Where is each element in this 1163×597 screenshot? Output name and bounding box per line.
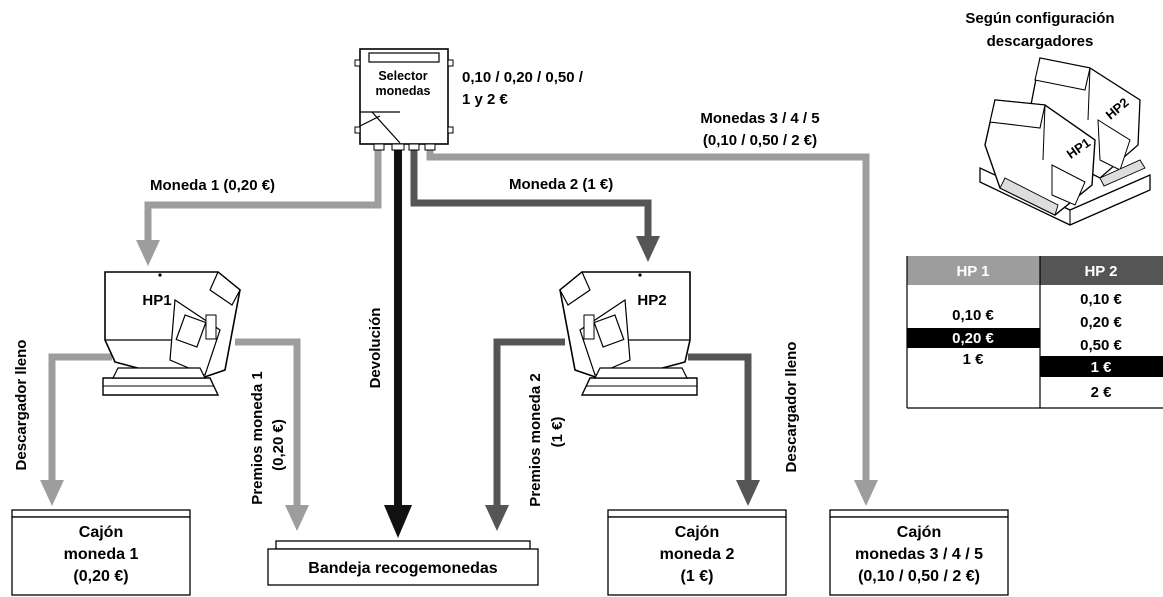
box-coins345-line3: (0,10 / 0,50 / 2 €) — [858, 568, 980, 585]
table-hp2-value: 0,20 € — [1080, 314, 1122, 331]
box-coins345-line1: Cajón — [897, 524, 941, 541]
config-table: HP 1 HP 2 0,10 € 0,20 € 1 € 0,10 € 0,20 … — [906, 256, 1163, 409]
accepted-coins-line2: 1 y 2 € — [462, 91, 509, 108]
box-coin2: Cajón moneda 2 (1 €) — [607, 509, 787, 596]
coin-selector: Selector monedas — [354, 48, 454, 151]
selector-label-line2: monedas — [376, 84, 431, 98]
flow-label-coin1: Moneda 1 (0,20 €) — [150, 177, 275, 194]
flow-label-coins345-line1: Monedas 3 / 4 / 5 — [700, 110, 819, 127]
flow-label-prize1-line1: Premios moneda 1 — [249, 371, 266, 504]
box-coin2-line1: Cajón — [675, 524, 719, 541]
accepted-coins-line1: 0,10 / 0,20 / 0,50 / — [462, 69, 584, 86]
config-title-line1: Según configuración — [965, 10, 1114, 27]
table-hp2-value: 0,50 € — [1080, 337, 1122, 354]
table-header-hp1-bg — [907, 256, 1040, 285]
table-hp2-value: 0,10 € — [1080, 291, 1122, 308]
table-hp2-value: 1 € — [1091, 359, 1113, 376]
table-header-hp2: HP 2 — [1084, 263, 1117, 280]
flow-coin2 — [410, 150, 660, 262]
flow-label-prize2-line1: Premios moneda 2 — [527, 373, 544, 506]
box-coin1-line1: Cajón — [79, 524, 123, 541]
box-coin2-line3: (1 €) — [681, 568, 714, 585]
flow-label-prize2-line2: (1 €) — [549, 417, 566, 448]
table-hp1-value: 0,20 € — [952, 330, 994, 347]
box-coin1-line3: (0,20 €) — [73, 568, 128, 585]
hopper-hp2-label: HP2 — [637, 292, 666, 309]
selector-label-line1: Selector — [378, 69, 427, 83]
flow-prize2 — [485, 338, 565, 531]
table-hp1-value: 1 € — [963, 351, 985, 368]
flow-full2 — [688, 353, 760, 506]
coin-tray: Bandeja recogemonedas — [267, 540, 539, 586]
flow-return — [384, 148, 412, 538]
hopper-hp2: HP2 — [559, 271, 698, 396]
box-coin1-line2: moneda 1 — [64, 546, 139, 563]
table-hp2-highlight — [1040, 356, 1163, 377]
table-header-hp1: HP 1 — [956, 263, 989, 280]
flow-label-coin2: Moneda 2 (1 €) — [509, 176, 613, 193]
table-header-hp2-bg — [1040, 256, 1163, 285]
table-hp1-value: 0,10 € — [952, 307, 994, 324]
box-coin1: Cajón moneda 1 (0,20 €) — [11, 509, 191, 596]
config-title-line2: descargadores — [987, 33, 1094, 50]
flow-label-return: Devolución — [367, 308, 384, 389]
hopper-hp1: HP1 — [102, 271, 241, 396]
hopper-pair-illustration: HP1 HP2 — [979, 57, 1151, 226]
table-hp2-value: 2 € — [1091, 384, 1113, 401]
flow-coin1 — [136, 150, 382, 266]
box-coins345: Cajón monedas 3 / 4 / 5 (0,10 / 0,50 / 2… — [829, 509, 1009, 596]
table-hp1-highlight — [907, 328, 1040, 348]
flow-label-coins345-line2: (0,10 / 0,50 / 2 €) — [703, 132, 817, 149]
flow-label-prize1-line2: (0,20 €) — [270, 419, 287, 471]
flow-full1 — [40, 353, 112, 506]
box-coin2-line2: moneda 2 — [660, 546, 735, 563]
flow-coins345 — [426, 150, 878, 506]
flow-label-full1: Descargador lleno — [13, 340, 30, 471]
hopper-hp1-label: HP1 — [142, 292, 171, 309]
flow-prize1 — [235, 338, 309, 531]
coin-tray-label: Bandeja recogemonedas — [308, 560, 498, 577]
box-coins345-line2: monedas 3 / 4 / 5 — [855, 546, 983, 563]
flow-label-full2: Descargador lleno — [783, 342, 800, 473]
